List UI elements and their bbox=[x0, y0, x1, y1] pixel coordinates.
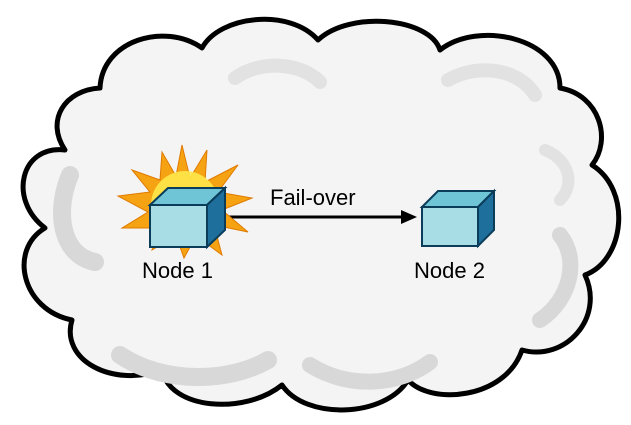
edge-label: Fail-over bbox=[270, 185, 356, 210]
node-1: Node 1 bbox=[116, 144, 254, 283]
box-front bbox=[149, 204, 208, 248]
node-2: Node 2 bbox=[414, 188, 497, 283]
cloud-shadow bbox=[53, 166, 104, 271]
cloud-outline bbox=[20, 16, 622, 413]
arrowhead-icon bbox=[401, 210, 417, 224]
cloud-shadow bbox=[302, 354, 438, 390]
failover-edge: Fail-over bbox=[225, 185, 417, 224]
box-front bbox=[421, 206, 479, 247]
cloud-shadow bbox=[111, 346, 277, 386]
node-2-label: Node 2 bbox=[414, 258, 485, 283]
cloud-shadow bbox=[441, 63, 542, 102]
cloud-shadow bbox=[539, 144, 575, 206]
cloud-shadow bbox=[532, 227, 579, 328]
cloud-shape bbox=[20, 16, 622, 413]
server-box-icon bbox=[419, 188, 497, 249]
cloud-shadow bbox=[228, 58, 327, 89]
server-box-icon bbox=[147, 185, 228, 250]
node-1-label: Node 1 bbox=[142, 258, 213, 283]
